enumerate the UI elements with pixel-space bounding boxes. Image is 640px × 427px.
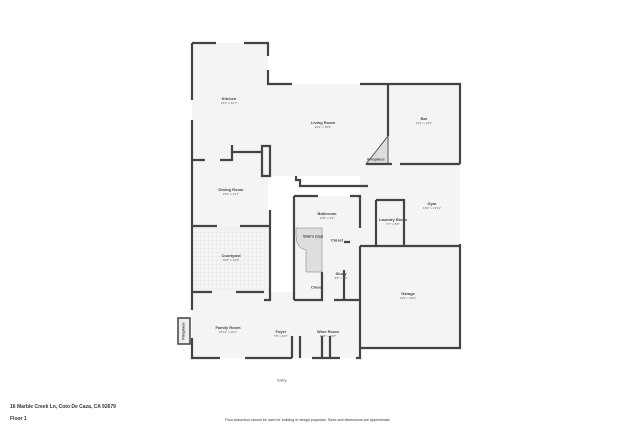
room-closet: Closet	[330, 237, 344, 243]
room-fireplace-2: Fireplace	[180, 322, 186, 340]
address: 16 Marble Creek Ln, Coto De Caza, CA 926…	[10, 404, 116, 410]
floor-label: Floor 1	[10, 416, 27, 422]
room-fireplace: Fireplace	[367, 156, 385, 162]
room-stairs: Stairs (Up)	[302, 233, 324, 239]
entry-label: Entry	[277, 377, 287, 383]
disclaimer: Floor plans/tour cannot be used for buil…	[225, 418, 391, 422]
room-closet-2: Closet	[310, 284, 324, 290]
